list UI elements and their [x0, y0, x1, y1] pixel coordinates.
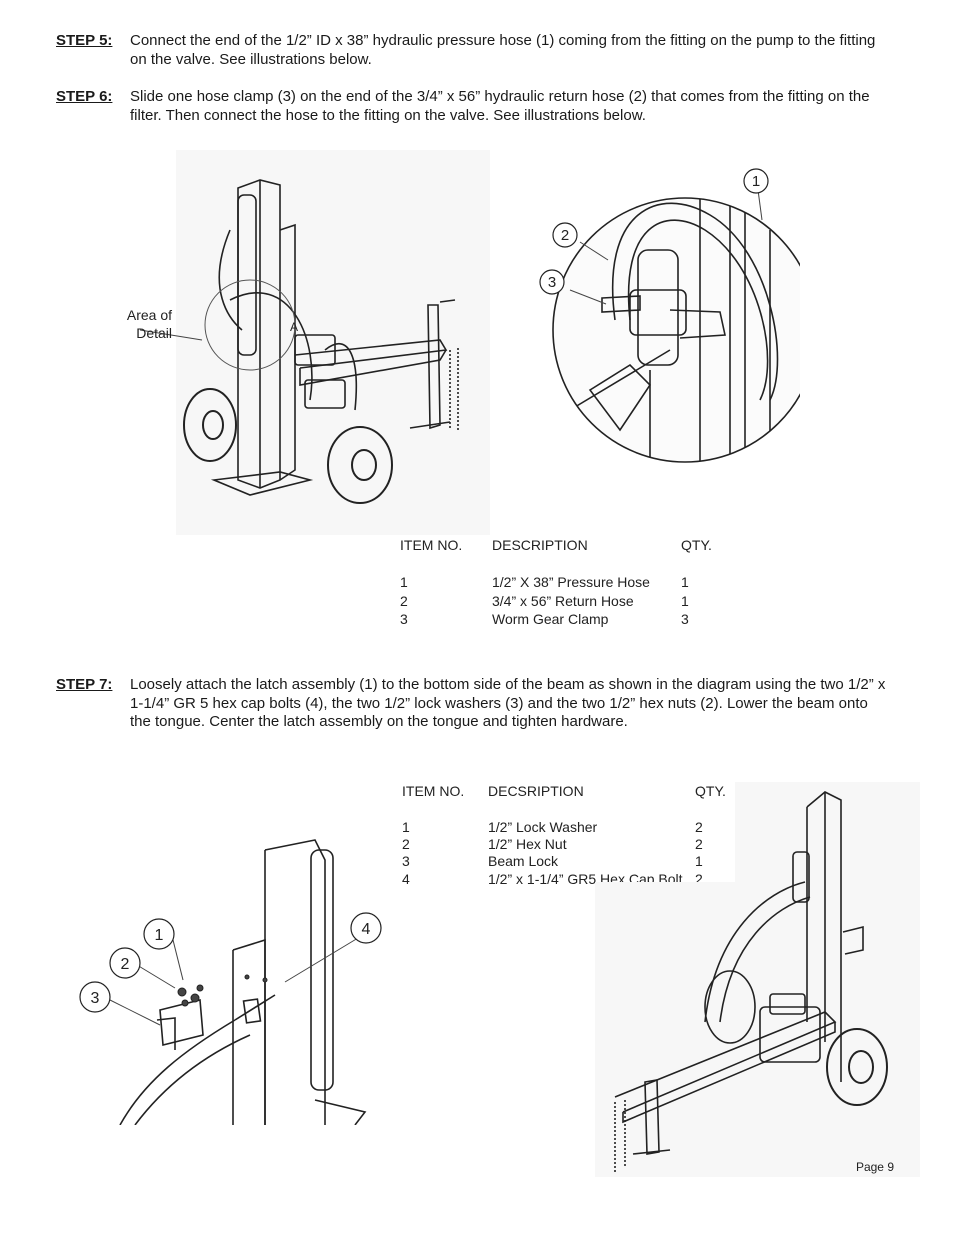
step-6-text: Slide one hose clamp (3) on the end of t…: [130, 88, 870, 124]
step-5: STEP 5: Connect the end of the 1/2” ID x…: [56, 32, 886, 69]
page-number: Page 9: [855, 1160, 894, 1174]
table1-row3-item: 3: [400, 611, 408, 627]
table2-row2-qty: 2: [695, 836, 703, 852]
detail-callout-1: 1: [752, 173, 760, 190]
splitter-overview-illustration: A: [139, 150, 490, 535]
table1-header-desc: DESCRIPTION: [492, 537, 588, 553]
detail-callout-3: 3: [548, 274, 556, 291]
table2-row3-qty: 1: [695, 853, 703, 869]
table2-header-qty: QTY.: [695, 783, 726, 799]
table2-row1-desc: 1/2” Lock Washer: [488, 819, 598, 835]
valve-detail-illustration: 1 2 3: [539, 168, 800, 463]
parts-table-hoses: ITEM NO. DESCRIPTION QTY. 1 1/2” X 38” P…: [400, 537, 730, 632]
step-6: STEP 6: Slide one hose clamp (3) on the …: [56, 88, 886, 125]
latch-callout-1: 1: [155, 927, 164, 944]
step-5-text: Connect the end of the 1/2” ID x 38” hyd…: [130, 32, 876, 68]
table1-header-qty: QTY.: [681, 537, 712, 553]
latch-callout-3: 3: [91, 990, 100, 1007]
area-of-detail-line2: Detail: [136, 325, 172, 341]
table1-row1-item: 1: [400, 574, 408, 590]
table2-row4-qty: 2: [695, 871, 703, 887]
table2-row1-qty: 2: [695, 819, 703, 835]
step-7: STEP 7: Loosely attach the latch assembl…: [56, 676, 886, 732]
table1-row2-qty: 1: [681, 593, 689, 609]
table2-row1-item: 1: [402, 819, 410, 835]
table2-row3-item: 3: [402, 853, 410, 869]
step-7-label: STEP 7:: [56, 676, 113, 693]
latch-callout-4: 4: [362, 921, 371, 938]
table1-row3-qty: 3: [681, 611, 689, 627]
table2-header-item: ITEM NO.: [402, 783, 465, 799]
detail-marker-a: A: [290, 320, 298, 334]
detail-callout-2: 2: [561, 227, 569, 244]
area-of-detail-label: Area of Detail: [100, 306, 172, 342]
table1-header-item: ITEM NO.: [400, 537, 463, 553]
table1-row2-item: 2: [400, 593, 408, 609]
step-5-label: STEP 5:: [56, 32, 113, 49]
table1-row1-qty: 1: [681, 574, 689, 590]
latch-callout-2: 2: [121, 956, 130, 973]
step-6-label: STEP 6:: [56, 88, 113, 105]
table2-header-desc: DECSRIPTION: [488, 783, 584, 799]
table2-row4-item: 4: [402, 871, 410, 887]
step-7-text: Loosely attach the latch assembly (1) to…: [130, 676, 886, 730]
area-of-detail-line1: Area of: [126, 307, 172, 323]
table1-row3-desc: Worm Gear Clamp: [492, 611, 609, 627]
table2-row3-desc: Beam Lock: [488, 853, 559, 869]
table1-row2-desc: 3/4” x 56” Return Hose: [492, 593, 634, 609]
table1-row1-desc: 1/2” X 38” Pressure Hose: [492, 574, 650, 590]
latch-assembly-illustration: 1 2 3 4: [79, 839, 382, 1125]
table2-row2-item: 2: [402, 836, 410, 852]
table2-row2-desc: 1/2” Hex Nut: [488, 836, 567, 852]
splitter-beam-lowered-illustration: [595, 782, 920, 1177]
